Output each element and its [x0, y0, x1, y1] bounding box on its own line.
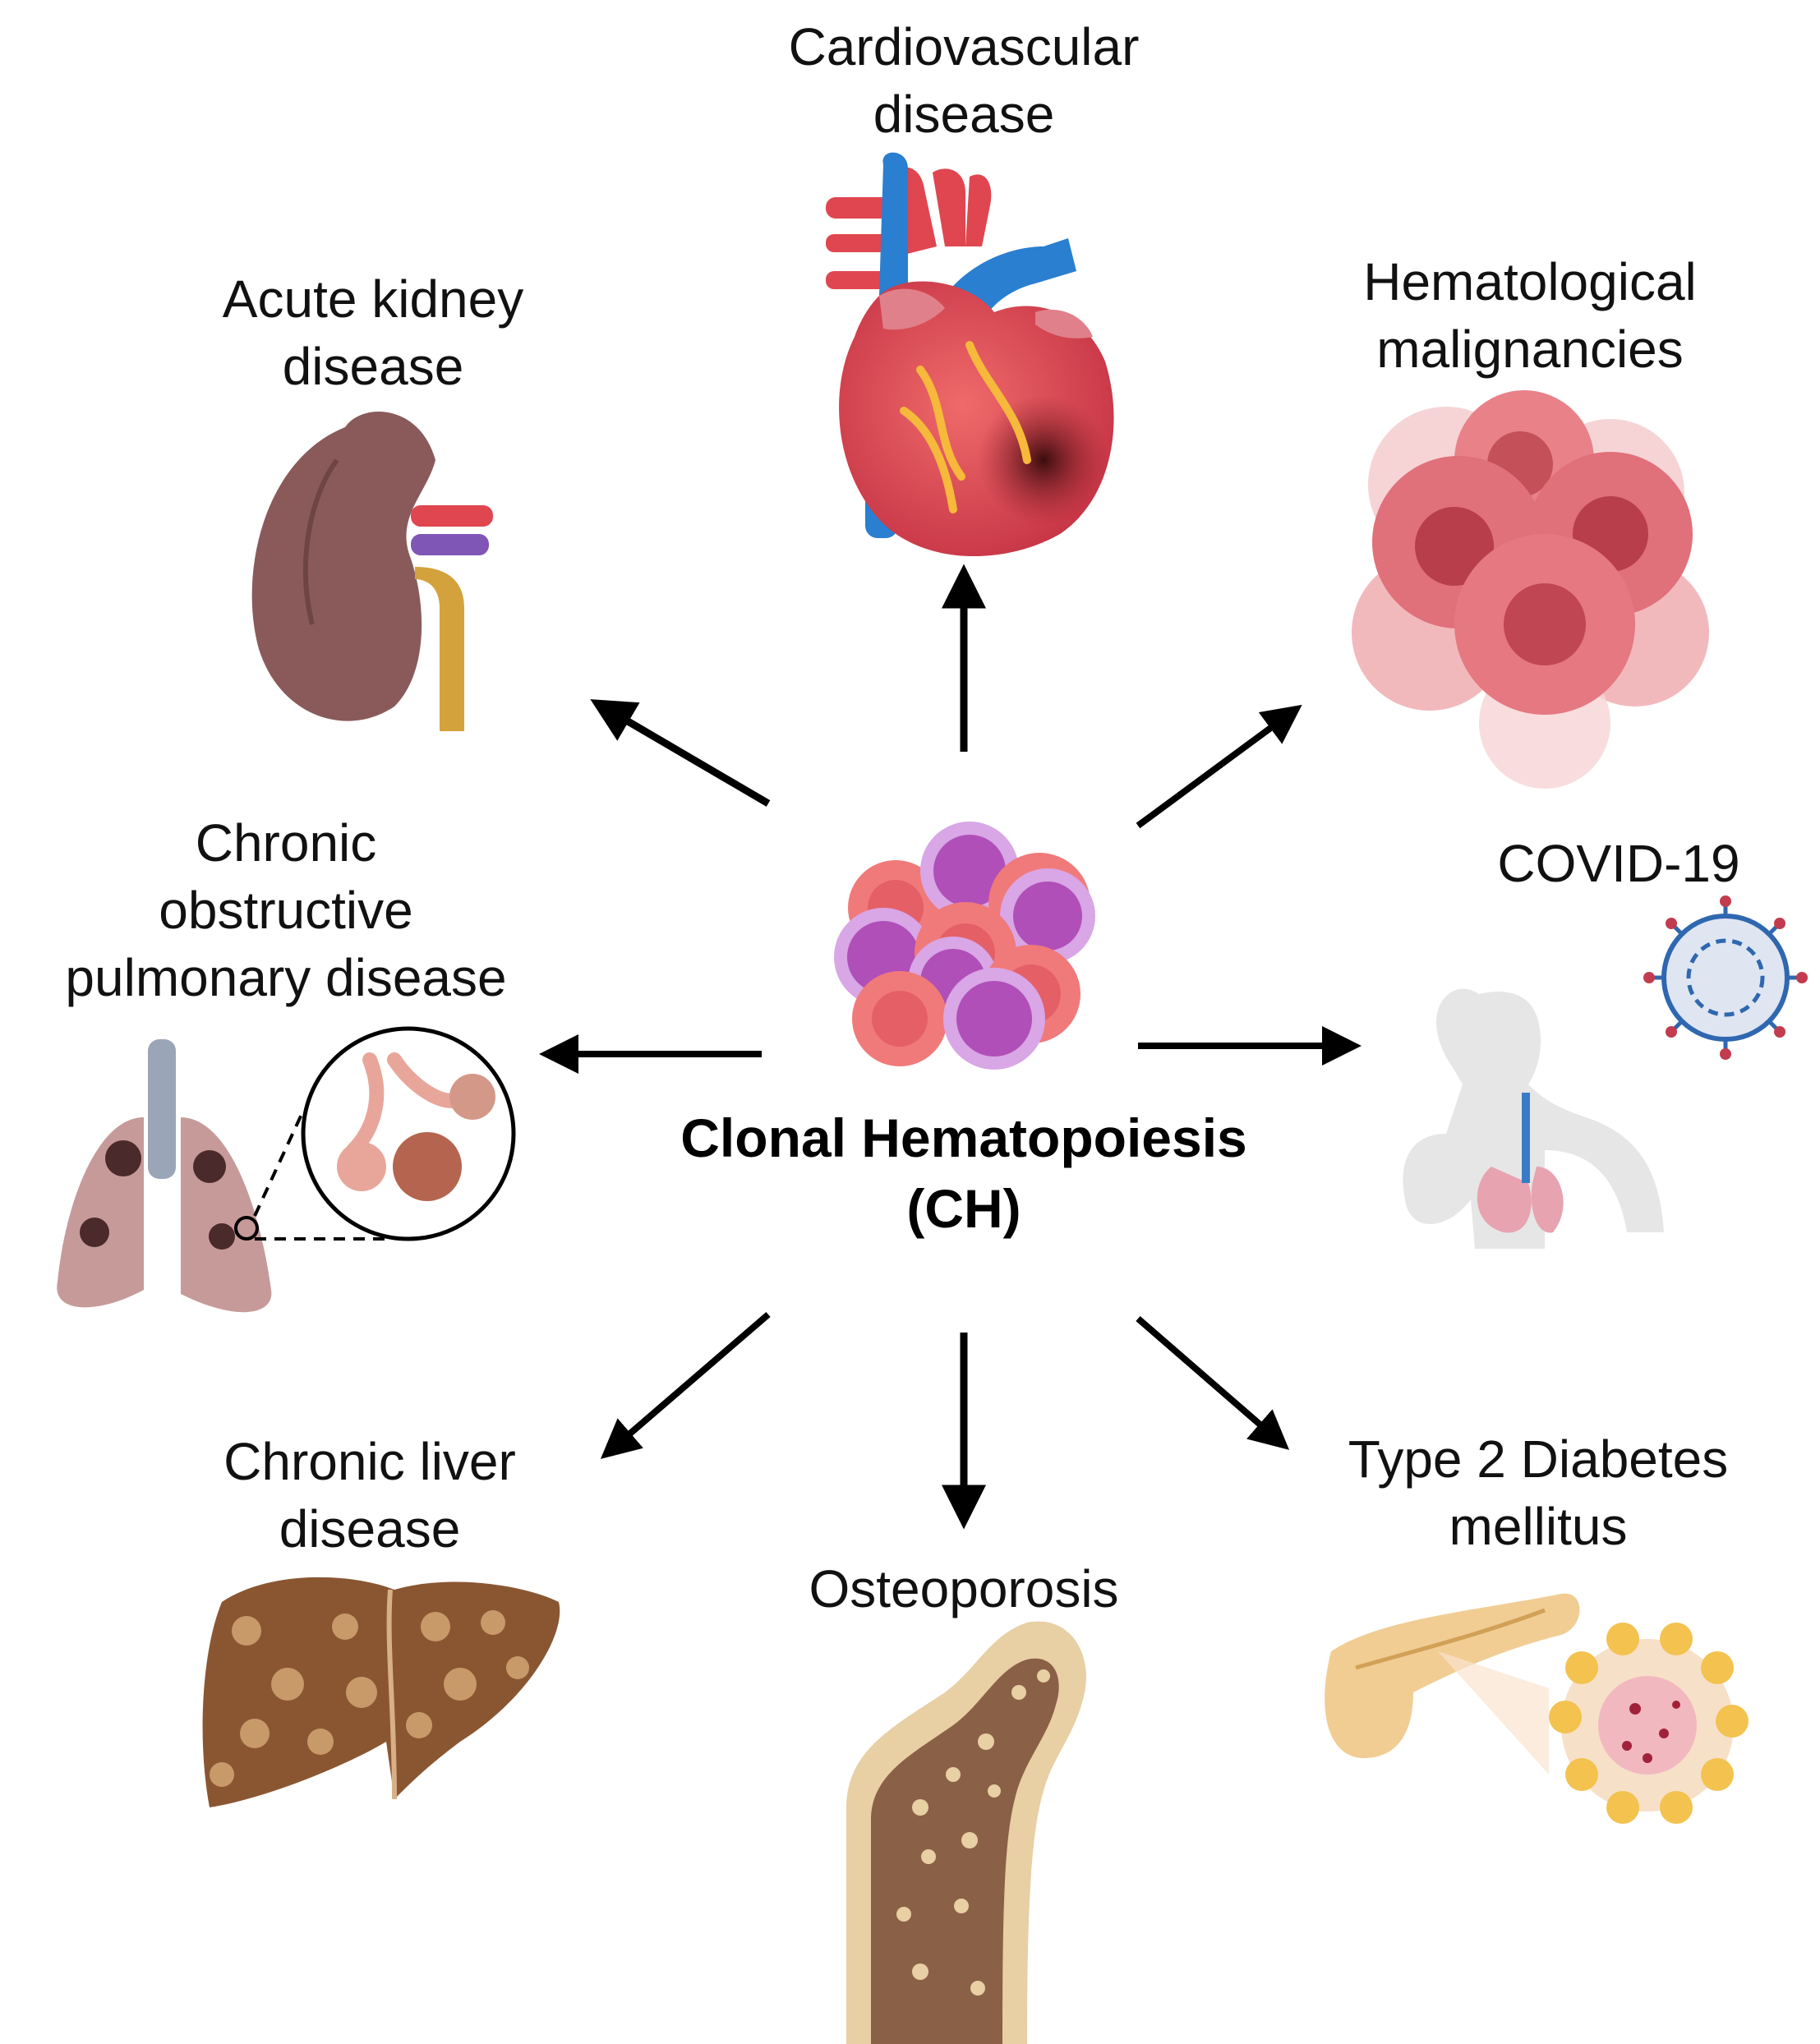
label-osteoporosis: Osteoporosis: [809, 1559, 1119, 1618]
liver-icon: [202, 1577, 560, 1807]
lungs-icon: [57, 1026, 516, 1313]
arrow-to-diabetes: [1136, 1315, 1290, 1450]
label-copd: Chronic obstructive pulmonary disease: [65, 813, 507, 1007]
label-covid: COVID-19: [1497, 834, 1740, 893]
label-kidney: Acute kidney disease: [222, 269, 524, 396]
label-diabetes: Type 2 Diabetes mellitus: [1348, 1429, 1729, 1556]
kidney-icon: [251, 411, 493, 731]
cancer-cells-icon: [1352, 390, 1709, 789]
heart-icon: [826, 152, 1114, 557]
label-cardiovascular: Cardiovascular disease: [788, 17, 1140, 144]
arrows: [539, 564, 1362, 1530]
label-liver: Chronic liver disease: [223, 1432, 516, 1558]
label-hematological: Hematological malignancies: [1363, 252, 1697, 379]
arrow-to-liver: [600, 1311, 771, 1459]
center-label: Clonal Hematopoiesis (CH): [680, 1107, 1247, 1239]
blood-cells-icon: [834, 822, 1095, 1070]
arrow-to-kidney: [590, 699, 771, 807]
coughing-person-virus-icon: [1403, 895, 1808, 1249]
femur-bone-icon: [846, 1621, 1086, 2044]
pancreas-icon: [1325, 1593, 1749, 1824]
arrow-to-hematological: [1136, 704, 1302, 829]
